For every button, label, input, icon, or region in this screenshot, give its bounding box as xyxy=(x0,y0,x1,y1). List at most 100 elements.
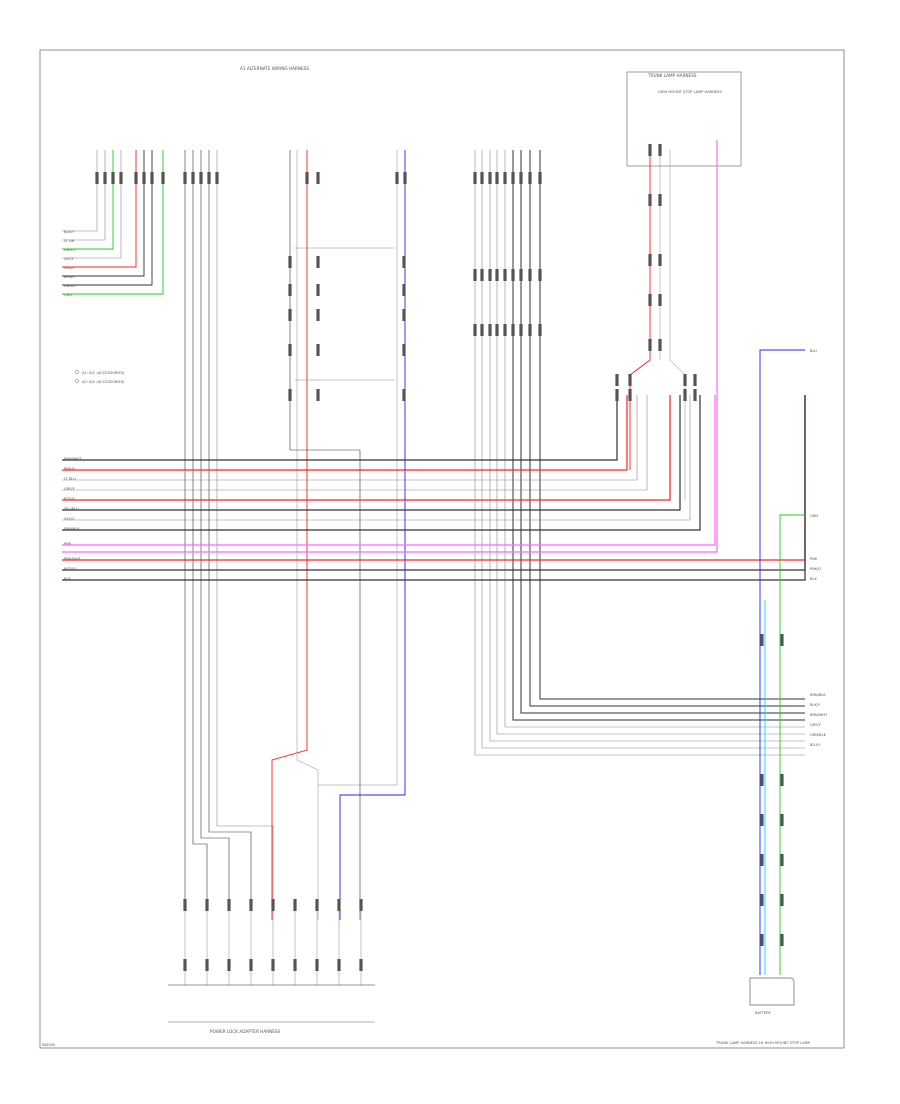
trunk-lamp-harness-box: TRUNK LAMP HARNESS HIGH MOUNT STOP LAMP … xyxy=(626,71,742,167)
right-lower-label-6: BLU/Y xyxy=(810,743,821,747)
inline-connector xyxy=(402,389,406,401)
right-lower-label-3: BRN/WHT xyxy=(810,713,828,717)
inline-connector xyxy=(480,269,484,281)
connector-top-left xyxy=(95,172,99,184)
inline-connector xyxy=(316,344,320,356)
left-label-3: GRN/Y xyxy=(64,248,76,252)
wire-18 xyxy=(504,150,805,728)
bottom-connector-pin xyxy=(271,959,275,971)
legend-item-2: A2: A/C (ACCESSORIES) xyxy=(82,380,125,384)
connector-aux xyxy=(316,172,320,184)
connector-rear-low xyxy=(628,389,632,401)
wire-31 xyxy=(62,395,716,546)
bottom-connector-pin xyxy=(271,899,275,911)
wire-1 xyxy=(62,150,98,232)
wire-7 xyxy=(62,150,153,286)
connector-right xyxy=(780,634,784,646)
bottom-connector-pin xyxy=(315,899,319,911)
bus-label-11: RED/O xyxy=(64,567,76,571)
connector-right-group xyxy=(488,172,492,184)
right-lower-label-2: BLK/Y xyxy=(810,703,821,707)
wire-27 xyxy=(62,395,671,501)
connector-rear xyxy=(658,194,662,206)
bottom-connector-pin xyxy=(315,959,319,971)
right-bus-label-2: PNK/O xyxy=(810,567,821,571)
connector-top-left xyxy=(150,172,154,184)
connector-trunk xyxy=(199,172,203,184)
bottom-connector-pin xyxy=(293,959,297,971)
bottom-connector-pin xyxy=(227,899,231,911)
connector-right xyxy=(780,774,784,786)
wire-26 xyxy=(62,395,648,491)
inline-connector xyxy=(473,324,477,336)
connector-trunk xyxy=(183,172,187,184)
bus-label-6: YEL/BLU xyxy=(64,507,79,511)
right-bus-label-1: PNK xyxy=(810,557,818,561)
wire-green-right xyxy=(779,514,805,975)
inline-connector xyxy=(488,269,492,281)
connectors-layer xyxy=(95,144,784,971)
bus-label-5: RED/Y xyxy=(64,497,76,501)
wires-layer xyxy=(62,140,806,986)
wire-33 xyxy=(62,395,806,571)
wire-5 xyxy=(62,150,137,268)
bottom-harness-title: POWER LOCK ADAPTER HARNESS xyxy=(210,1029,281,1034)
connector-rear xyxy=(648,194,652,206)
wire-12 xyxy=(208,150,252,900)
connector-rear xyxy=(658,294,662,306)
harness-title-top: A1 ALTERNATE WIRING HARNESS xyxy=(240,66,309,71)
wire-17 xyxy=(496,150,805,735)
wire-10 xyxy=(192,150,208,900)
bottom-connector-pin xyxy=(249,959,253,971)
connector-rear xyxy=(648,254,652,266)
right-bus-label-3: BLK xyxy=(810,577,817,581)
inline-connector xyxy=(316,389,320,401)
right-labels: BLU GRN PNK PNK/O BLK BRN/BLK BLK/Y BRN/… xyxy=(810,349,828,747)
connector-rear xyxy=(648,339,652,351)
inline-connector xyxy=(480,324,484,336)
left-label-4: VIO/Y xyxy=(64,257,75,261)
bottom-connector-pin xyxy=(183,959,187,971)
right-lower-label-1: BRN/BLK xyxy=(810,693,826,697)
right-lower-label-5: GRN/BLK xyxy=(810,733,827,737)
diagram-border xyxy=(39,49,845,1049)
connector-top-left xyxy=(119,172,123,184)
connector-right xyxy=(780,894,784,906)
connector-rear xyxy=(658,144,662,156)
wire-23 xyxy=(62,395,618,461)
legend-item-1: A1: A/C (ACCESSORIES) xyxy=(82,371,125,375)
wire-25 xyxy=(62,395,638,481)
bus-label-9: PNK xyxy=(64,542,72,546)
connector-rear xyxy=(648,144,652,156)
connector-right-group xyxy=(511,172,515,184)
bottom-connector-pin xyxy=(293,899,297,911)
bus-label-8: BRN/BLK xyxy=(64,527,80,531)
right-side-label-1: BLU xyxy=(810,349,817,353)
connector-rear-low xyxy=(615,374,619,386)
wire-21 xyxy=(529,150,805,707)
inline-connector xyxy=(288,389,292,401)
bottom-connector-pin xyxy=(359,959,363,971)
connector-right-group xyxy=(528,172,532,184)
wire-4 xyxy=(62,150,122,259)
inline-connector xyxy=(538,269,542,281)
wire-11 xyxy=(200,150,230,900)
connector-right xyxy=(760,814,764,826)
connector-right xyxy=(780,934,784,946)
bus-label-7: VIO/O xyxy=(64,517,75,521)
connector-top-left xyxy=(142,172,146,184)
connector-right-group xyxy=(519,172,523,184)
bottom-connector-pin xyxy=(205,899,209,911)
inline-connector xyxy=(288,284,292,296)
legend: A1: A/C (ACCESSORIES) A2: A/C (ACCESSORI… xyxy=(75,370,125,384)
connector-right xyxy=(780,854,784,866)
connector-rear-low xyxy=(628,374,632,386)
inline-connector xyxy=(402,256,406,268)
bus-label-4: GRY/Y xyxy=(64,487,75,491)
connector-rear xyxy=(658,254,662,266)
wire-19 xyxy=(512,150,805,721)
right-side-label-2: GRN xyxy=(810,514,818,518)
bottom-connector-pin xyxy=(183,899,187,911)
connector-top-left xyxy=(161,172,165,184)
inline-connector xyxy=(511,324,515,336)
